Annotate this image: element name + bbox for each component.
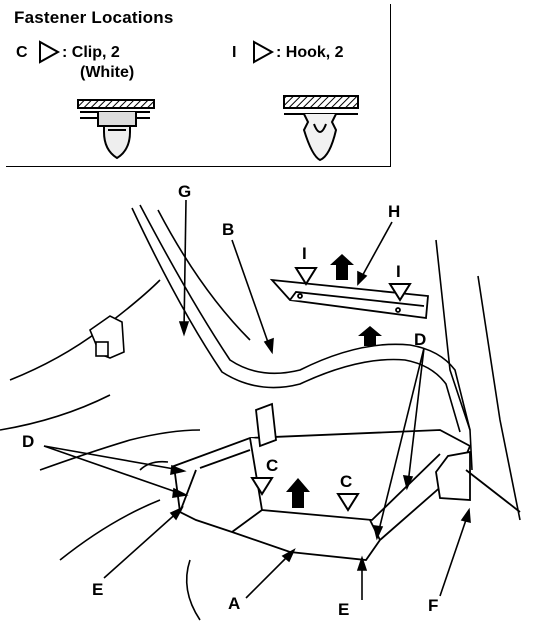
removal-arrows [286, 254, 382, 508]
legend-title: Fastener Locations [14, 8, 174, 27]
callout-b: B [222, 220, 235, 239]
callout-c2: C [340, 472, 353, 491]
leader-lines [43, 199, 471, 600]
clip-illustration [77, 99, 155, 160]
body-structure [0, 204, 521, 621]
legend-hook-letter: I [232, 44, 237, 61]
legend-clip-letter: C [16, 44, 28, 61]
legend-box [6, 4, 391, 167]
legend-hook-text: : Hook, 2 [276, 44, 344, 61]
hook-illustration [283, 95, 359, 162]
callout-e1: E [92, 580, 104, 599]
part-a-sill-trim [173, 402, 472, 561]
callout-e2: E [338, 600, 350, 619]
legend-clip-text: : Clip, 2 [62, 44, 120, 61]
callout-h: H [388, 202, 401, 221]
callout-d1: D [22, 432, 35, 451]
fastener-markers [250, 267, 412, 512]
callout-f: F [428, 596, 439, 615]
callout-i2: I [396, 262, 401, 281]
callout-a: A [228, 594, 241, 613]
legend-hook-arrow-icon [253, 40, 275, 64]
callout-d2: D [414, 330, 427, 349]
part-h-trim [269, 278, 429, 320]
callout-g: G [178, 182, 192, 201]
part-f-trim [435, 450, 521, 513]
legend-clip-arrow-icon [39, 40, 61, 64]
callout-c1: C [266, 456, 279, 475]
callout-i1: I [302, 244, 307, 263]
legend-clip-subtext: (White) [80, 64, 135, 81]
